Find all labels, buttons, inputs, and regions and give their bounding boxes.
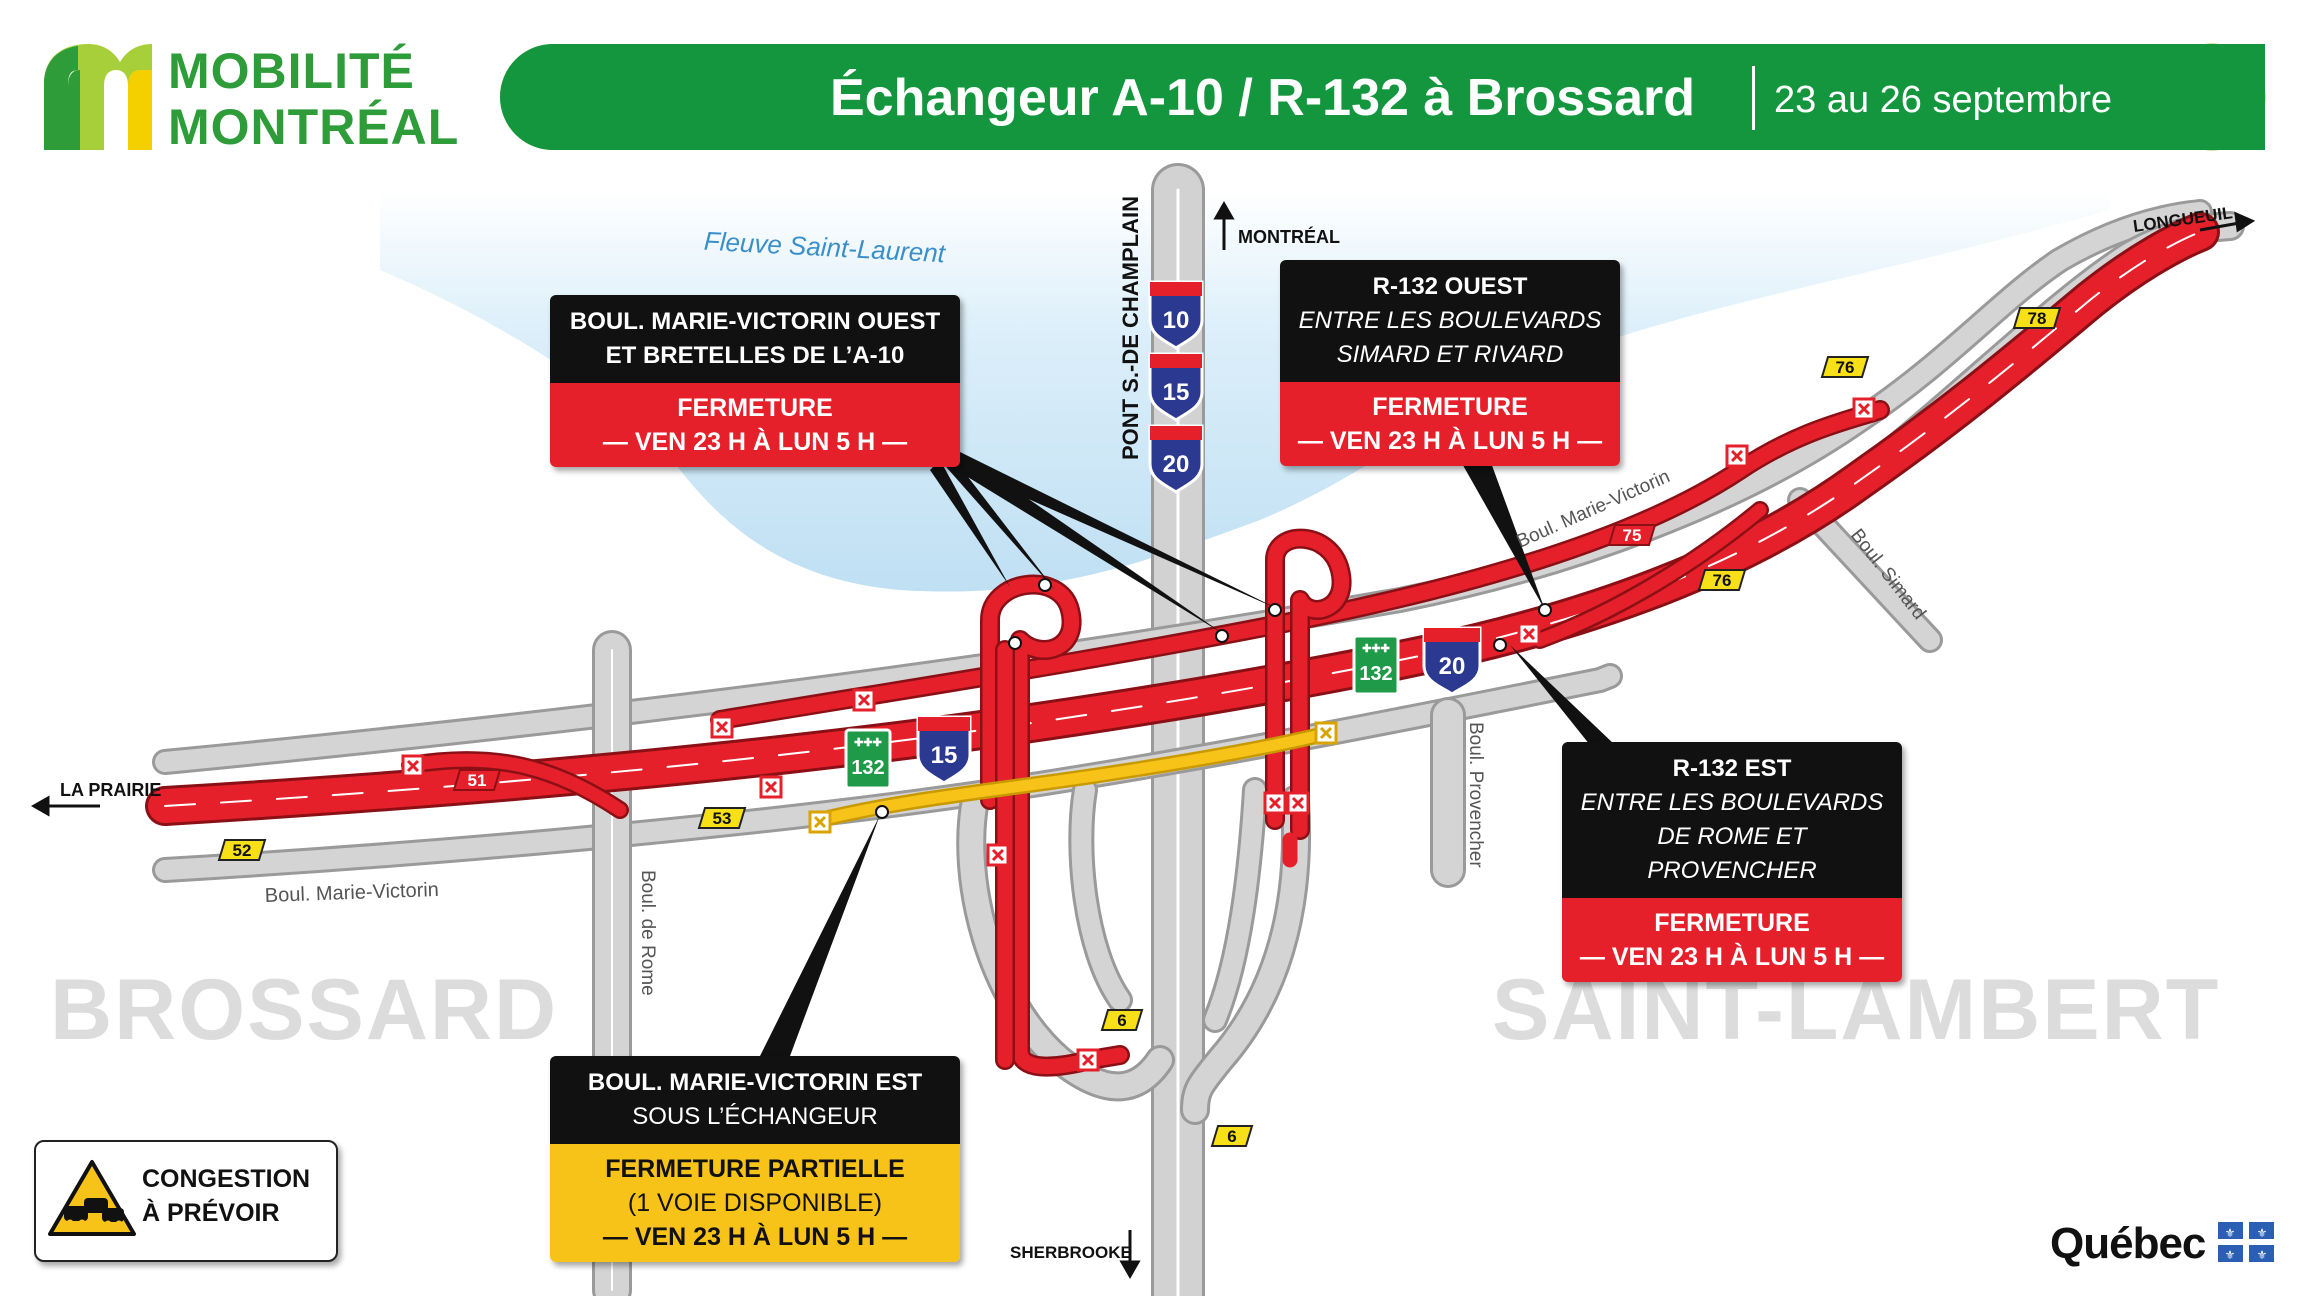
closure-x-icon: [1286, 791, 1310, 815]
svg-text:15: 15: [931, 742, 958, 769]
blvd-provencher-label: Boul. Provencher: [1465, 722, 1486, 868]
legend-icon-layer: [48, 1160, 136, 1236]
direction-arrows: [30, 200, 2256, 1280]
svg-text:76: 76: [1713, 571, 1732, 590]
exit-tag-75: 75: [1607, 524, 1657, 546]
r132-right-shield-icon: ✚✚✚ 132: [1352, 634, 1400, 696]
svg-text:✚✚✚: ✚✚✚: [854, 737, 882, 749]
callout-title: BOUL. MARIE-VICTORIN OUEST ET BRETELLES …: [550, 295, 960, 383]
svg-text:52: 52: [233, 841, 252, 860]
svg-text:78: 78: [2028, 309, 2047, 328]
callout-status: FERMETURE PARTIELLE (1 VOIE DISPONIBLE) …: [550, 1144, 960, 1262]
svg-text:51: 51: [468, 771, 487, 790]
logo-text-line1: MOBILITÉ: [168, 43, 415, 99]
partial-closure-road-fill: [814, 729, 1326, 826]
route-shields: 10 15 20 15 20 ✚✚✚ 132: [844, 280, 1482, 790]
svg-text:6: 6: [1117, 1011, 1126, 1030]
callout-status: FERMETURE — VEN 23 H À LUN 5 H —: [1280, 382, 1620, 466]
svg-text:10: 10: [1163, 307, 1190, 334]
callout-marie-victorin-ouest: BOUL. MARIE-VICTORIN OUEST ET BRETELLES …: [550, 295, 960, 467]
bridge-label: PONT S.-DE CHAMPLAIN: [1118, 196, 1143, 460]
svg-text:15: 15: [1163, 379, 1190, 406]
closure-x-icon: [759, 775, 783, 799]
svg-text:✚✚✚: ✚✚✚: [1362, 643, 1390, 655]
svg-text:⚜: ⚜: [2225, 1248, 2236, 1262]
sherbrooke-label: SHERBROOKE: [1010, 1243, 1132, 1262]
svg-text:6: 6: [1227, 1127, 1236, 1146]
a20-shield-icon: 20: [1148, 424, 1204, 494]
exit-tag-76-east: 76: [1697, 569, 1747, 591]
legend-text: CONGESTION À PRÉVOIR: [142, 1165, 311, 1227]
river-area: [380, 190, 2110, 592]
a15-mid-shield-icon: 15: [916, 715, 972, 785]
exit-tag-6-west: 6: [1100, 1009, 1144, 1031]
congestion-car-icon: [48, 1160, 136, 1236]
svg-text:75: 75: [1623, 526, 1642, 545]
exit-tags: 51 52 53 6 6 75 76 76 78: [217, 307, 2062, 1147]
exit-tag-51: 51: [452, 769, 502, 791]
svg-text:132: 132: [851, 757, 884, 779]
blvd-de-rome-label: Boul. de Rome: [637, 870, 658, 996]
logo-text-line2: MONTRÉAL: [168, 99, 460, 155]
closure-markers: [401, 397, 1876, 1072]
partial-closure-x-icon: [808, 810, 832, 834]
callout-r132-est: R-132 EST ENTRE LES BOULEVARDS DE ROME E…: [1562, 742, 1902, 982]
closure-x-icon: [1852, 397, 1876, 421]
exit-tag-6-south: 6: [1210, 1125, 1254, 1147]
closure-x-icon: [401, 754, 425, 778]
blvd-marie-victorin-sw-label: Boul. Marie-Victorin: [264, 879, 439, 907]
exit-tag-76-north: 76: [1820, 356, 1870, 378]
callout-status: FERMETURE — VEN 23 H À LUN 5 H —: [550, 383, 960, 467]
closure-x-icon: [1263, 791, 1287, 815]
callout-r132-ouest: R-132 OUEST ENTRE LES BOULEVARDS SIMARD …: [1280, 260, 1620, 466]
closure-x-icon: [1517, 622, 1541, 646]
callout-title: BOUL. MARIE-VICTORIN EST SOUS L’ÉCHANGEU…: [550, 1056, 960, 1144]
svg-text:⚜: ⚜: [2225, 1226, 2236, 1240]
svg-text:20: 20: [1163, 451, 1190, 478]
quebec-flag-icon: ⚜ ⚜ ⚜ ⚜: [2218, 1222, 2274, 1262]
page-title: Échangeur A-10 / R-132 à Brossard: [830, 69, 1696, 127]
svg-text:53: 53: [713, 809, 732, 828]
closure-x-icon: [986, 843, 1010, 867]
a20-mid-shield-icon: 20: [1422, 626, 1482, 696]
closure-x-icon: [710, 715, 734, 739]
mobilite-montreal-logo-icon: [44, 44, 152, 150]
svg-text:20: 20: [1439, 653, 1466, 680]
callout-title: R-132 EST ENTRE LES BOULEVARDS DE ROME E…: [1562, 742, 1902, 898]
closure-x-icon: [852, 688, 876, 712]
closure-x-icon: [1076, 1048, 1100, 1072]
svg-text:132: 132: [1359, 663, 1392, 685]
exit-tag-78: 78: [2012, 307, 2062, 329]
montreal-label: MONTRÉAL: [1238, 226, 1340, 247]
closed-highway: [145, 212, 2220, 1077]
header-dates: 23 au 26 septembre: [1774, 79, 2113, 121]
svg-text:⚜: ⚜: [2257, 1248, 2268, 1262]
callout-marie-victorin-est: BOUL. MARIE-VICTORIN EST SOUS L’ÉCHANGEU…: [550, 1056, 960, 1262]
header-bar: [500, 44, 2265, 150]
svg-text:76: 76: [1836, 358, 1855, 377]
partial-closure-x-icon: [1314, 721, 1338, 745]
callout-status: FERMETURE — VEN 23 H À LUN 5 H —: [1562, 898, 1902, 982]
exit-tag-52: 52: [217, 839, 267, 861]
callout-title: R-132 OUEST ENTRE LES BOULEVARDS SIMARD …: [1280, 260, 1620, 382]
quebec-wordmark: Québec: [2050, 1219, 2206, 1268]
svg-text:⚜: ⚜: [2257, 1226, 2268, 1240]
la-prairie-label: LA PRAIRIE: [60, 780, 161, 800]
a15-shield-icon: 15: [1148, 352, 1204, 422]
a10-shield-icon: 10: [1148, 280, 1204, 350]
city-label-brossard: BROSSARD: [50, 962, 559, 1058]
r132-left-shield-icon: ✚✚✚ 132: [844, 728, 892, 790]
congestion-legend: CONGESTION À PRÉVOIR: [34, 1140, 338, 1262]
exit-tag-53: 53: [697, 807, 747, 829]
closure-x-icon: [1725, 444, 1749, 468]
header-separator: [1752, 66, 1755, 130]
callout-leaders: [760, 452, 1615, 1056]
